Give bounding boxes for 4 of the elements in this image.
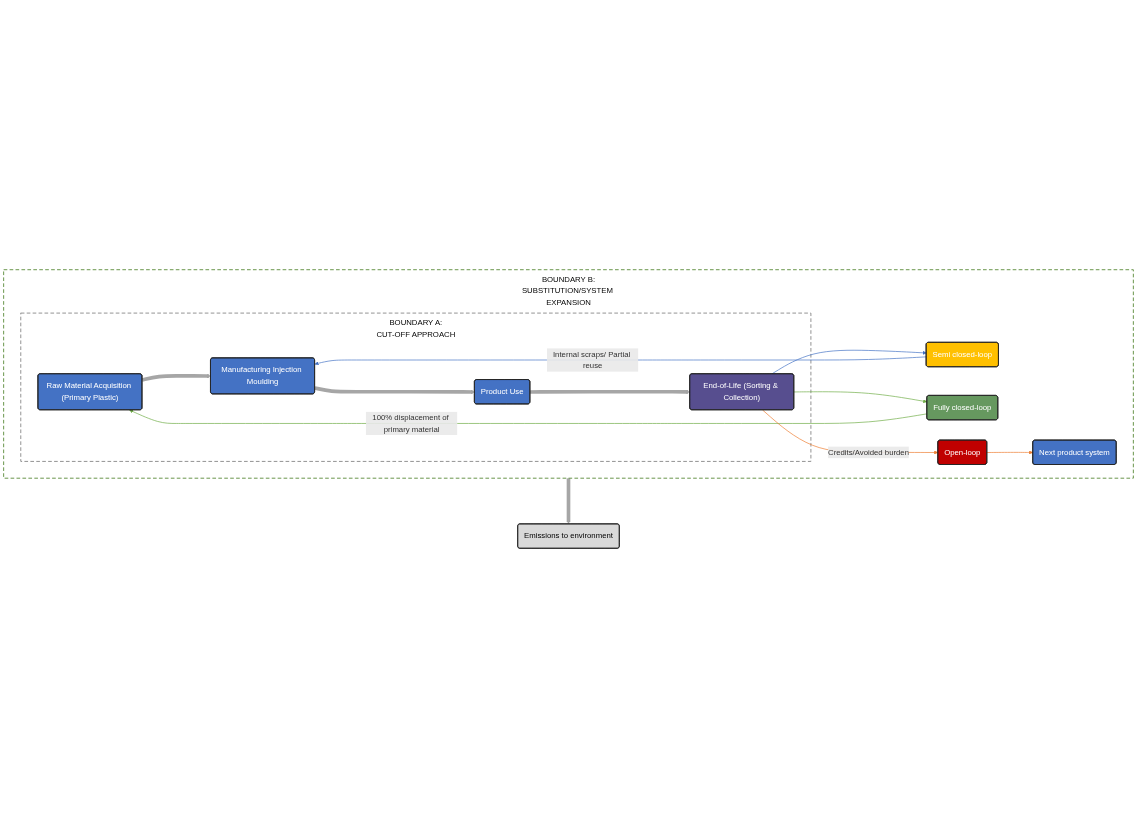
arrow bbox=[566, 478, 571, 525]
arrow bbox=[530, 389, 691, 394]
arrow bbox=[314, 386, 475, 394]
arrow bbox=[141, 374, 211, 382]
